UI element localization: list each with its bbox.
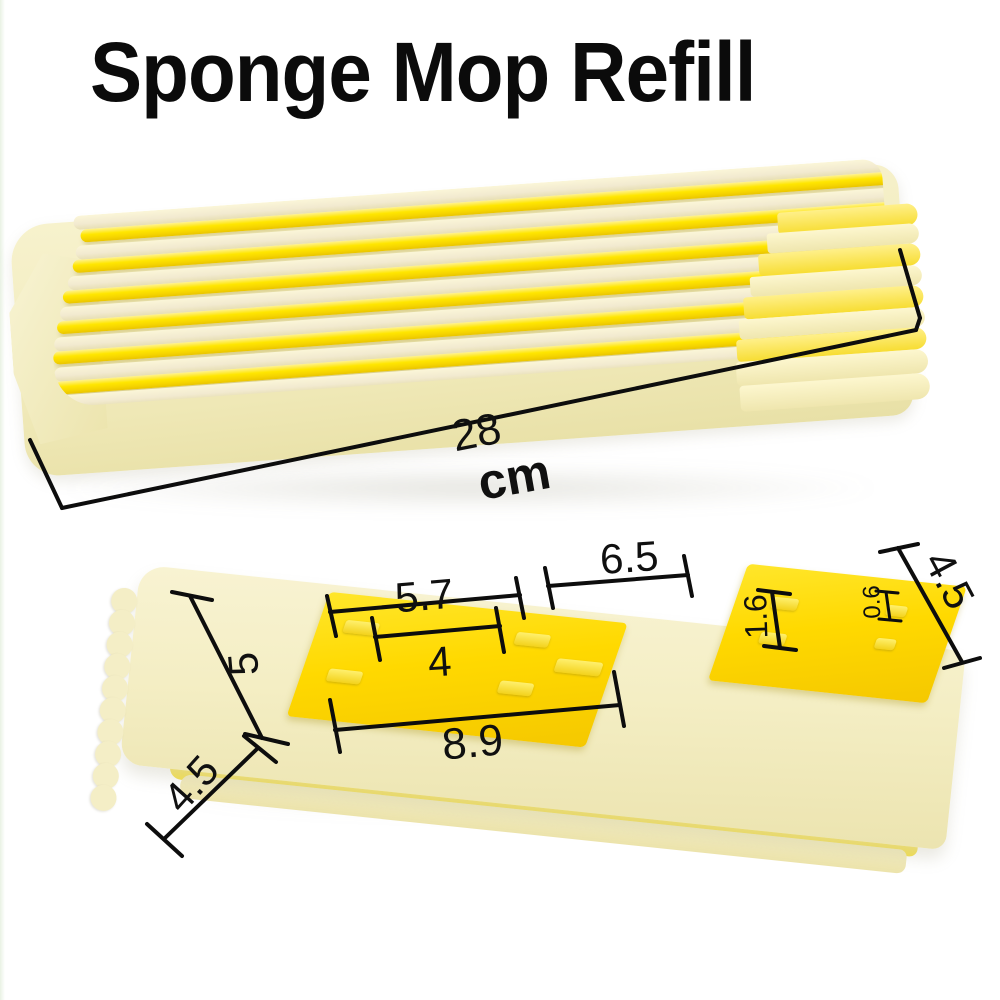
dim-label-8-9: 8.9: [439, 715, 506, 770]
page-title: Sponge Mop Refill: [90, 25, 756, 119]
top-sponge-end-sheets: [701, 187, 933, 452]
dim-label-5: 5: [218, 650, 268, 678]
top-product-view: [10, 158, 931, 526]
dim-label-5-7: 5.7: [393, 569, 456, 622]
top-shadow: [50, 466, 890, 510]
left-edge-tint: [0, 0, 5, 1000]
dim-label-1-6: 1.6: [736, 593, 775, 640]
dim-label-0-6: 0.6: [858, 584, 887, 620]
dim-label-4: 4: [426, 637, 453, 686]
bottom-product-view: [89, 540, 980, 875]
dim-label-cm: cm: [473, 443, 555, 511]
dim-label-6-5: 6.5: [598, 532, 660, 583]
